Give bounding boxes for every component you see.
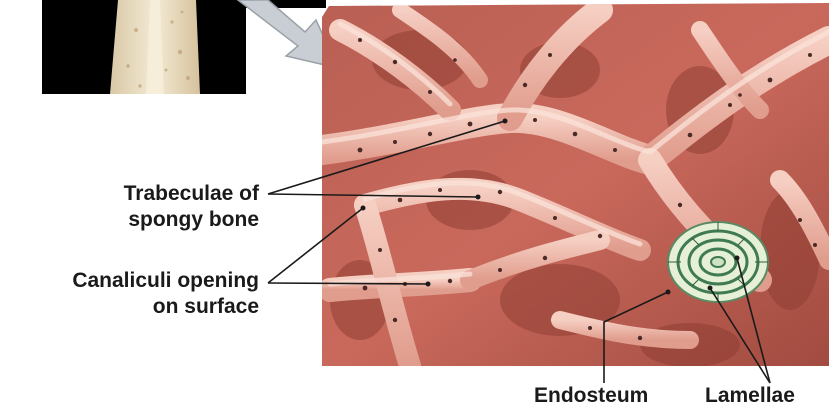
- canaliculi-label: Canaliculi opening on surface: [72, 268, 259, 320]
- trabeculae-label-line2: spongy bone: [124, 207, 259, 233]
- trabeculae-label-line1: Trabeculae of: [124, 181, 259, 207]
- trabeculae-label: Trabeculae of spongy bone: [124, 181, 259, 233]
- canaliculi-label-line1: Canaliculi opening: [72, 268, 259, 294]
- canaliculi-label-line2: on surface: [72, 294, 259, 320]
- endosteum-label: Endosteum: [534, 383, 648, 409]
- osteon-cross-section: [668, 222, 768, 302]
- spongy-bone-block: [322, 3, 829, 367]
- lamellae-label: Lamellae: [705, 383, 795, 409]
